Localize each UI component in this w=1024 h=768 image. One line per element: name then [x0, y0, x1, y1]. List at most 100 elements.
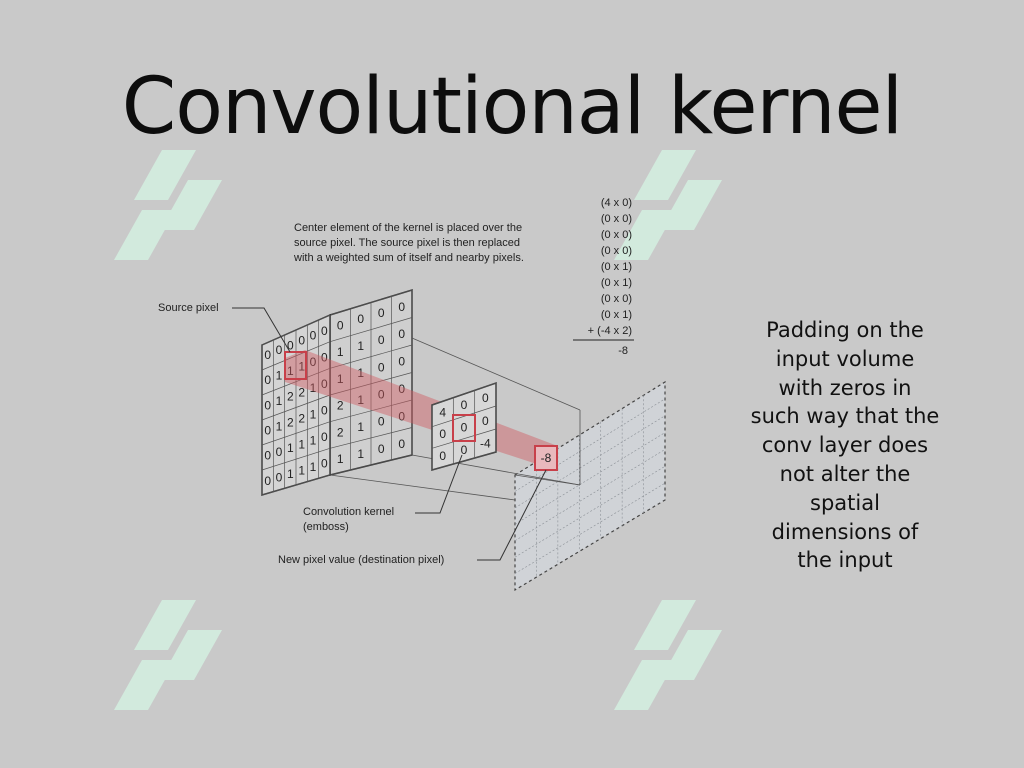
source-matrix-cell: 2	[287, 390, 294, 404]
source-matrix-cell: 0	[264, 373, 271, 387]
kernel-label-line-2: (emboss)	[303, 521, 349, 533]
source-matrix-cell: 0	[310, 329, 317, 343]
back-matrix-cell: 1	[337, 372, 344, 386]
kernel-matrix-cell: 0	[439, 449, 446, 463]
source-matrix-cell: 1	[298, 437, 305, 451]
label-kernel: Convolution kernel (emboss)	[303, 454, 463, 533]
caption-line-3: with a weighted sum of itself and nearby…	[293, 252, 524, 264]
calc-line: (4 x 0)	[601, 197, 632, 209]
back-matrix-cell: 1	[357, 420, 364, 434]
source-matrix-cell: 0	[264, 398, 271, 412]
source-matrix-cell: 1	[287, 467, 294, 481]
back-matrix-cell: 0	[378, 388, 385, 402]
source-matrix-cell: 1	[276, 369, 283, 383]
kernel-matrix-cell: 0	[461, 443, 468, 457]
source-matrix-cell: 0	[264, 348, 271, 362]
description-line: with zeros in	[778, 375, 912, 400]
source-matrix-cell: 2	[287, 415, 294, 429]
source-matrix-cell: 1	[287, 364, 294, 378]
source-matrix-cell: 1	[310, 460, 317, 474]
source-matrix-cell: 0	[276, 445, 283, 459]
source-matrix-cell: 2	[298, 385, 305, 399]
source-matrix-cell: 1	[310, 407, 317, 421]
back-matrix-cell: 0	[357, 312, 364, 326]
destination-grid-line	[514, 449, 666, 541]
back-matrix-cell: 1	[357, 339, 364, 353]
calc-line: (0 x 0)	[601, 293, 632, 305]
destination-pixel: -8	[534, 445, 558, 471]
destination-grid-line	[514, 482, 666, 574]
kernel-matrix-cell: 0	[482, 391, 489, 405]
back-matrix-cell: 2	[337, 425, 344, 439]
calc-line: + (-4 x 2)	[588, 325, 632, 337]
back-matrix-cell: 1	[357, 393, 364, 407]
source-matrix-cell: 0	[276, 470, 283, 484]
kernel-matrix-grid-line	[431, 451, 497, 471]
kernel-matrix-grid-line	[431, 428, 497, 449]
destination-grid-line	[514, 466, 666, 558]
kernel-matrix-cell: 0	[461, 421, 468, 435]
kernel-center-highlight	[452, 414, 476, 442]
source-matrix-cell: 0	[264, 449, 271, 463]
source-matrix-cell: 0	[321, 377, 328, 391]
back-matrix-cell: 0	[337, 318, 344, 332]
description-line: conv layer does	[761, 433, 929, 458]
back-matrix-cell: 0	[378, 360, 385, 374]
caption-line-2: source pixel. The source pixel is then r…	[294, 237, 520, 249]
kernel-matrix-grid-line	[431, 405, 497, 427]
back-matrix-cell: 0	[398, 300, 405, 314]
source-matrix-cell: 0	[276, 343, 283, 357]
kernel-matrix-cell: -4	[480, 437, 491, 451]
source-matrix-cell: 1	[298, 463, 305, 477]
caption-line-1: Center element of the kernel is placed o…	[294, 222, 522, 234]
source-matrix-cell: 1	[276, 419, 283, 433]
back-matrix-cell: 0	[398, 437, 405, 451]
destination-grid-line	[514, 415, 666, 509]
calc-line: (0 x 1)	[601, 309, 632, 321]
calc-result: -8	[618, 345, 628, 357]
source-matrix-cell: 1	[310, 381, 317, 395]
source-matrix-cell: 0	[321, 350, 328, 364]
new-pixel-label: New pixel value (destination pixel)	[278, 554, 444, 566]
label-source-pixel: Source pixel	[158, 302, 291, 353]
calc-line: (0 x 0)	[601, 213, 632, 225]
label-new-pixel: New pixel value (destination pixel)	[278, 469, 547, 566]
source-matrix-cell: 0	[321, 403, 328, 417]
description-text: Padding on the input volume with zeros i…	[740, 316, 950, 575]
destination-grid	[514, 380, 666, 592]
destination-pixel-value: -8	[541, 451, 552, 465]
back-matrix-cell: 0	[398, 382, 405, 396]
back-matrix-cell: 1	[337, 452, 344, 466]
calc-line: (0 x 1)	[601, 261, 632, 273]
source-matrix-cell: 0	[310, 355, 317, 369]
back-matrix-cell: 2	[337, 399, 344, 413]
source-matrix-cell: 0	[264, 474, 271, 488]
calc-line: (0 x 0)	[601, 245, 632, 257]
description-line: not alter the	[779, 461, 911, 486]
description-line: spatial	[810, 490, 880, 515]
kernel-matrix-cell: 0	[482, 414, 489, 428]
source-matrix-cell: 0	[264, 423, 271, 437]
source-matrix-cell: 0	[321, 430, 328, 444]
kernel-matrix-cell: 0	[439, 427, 446, 441]
description-line: dimensions of	[771, 519, 919, 544]
description-line: Padding on the	[766, 318, 924, 342]
description-line: such way that the	[750, 404, 940, 429]
source-matrix-cell: 0	[287, 338, 294, 352]
source-matrix-cell: 1	[287, 441, 294, 455]
back-matrix-cell: 0	[398, 355, 405, 369]
source-matrix-cell: 2	[298, 411, 305, 425]
source-matrix-cell: 1	[298, 359, 305, 373]
source-matrix-cell: 1	[276, 394, 283, 408]
back-matrix-cell: 0	[378, 333, 385, 347]
destination-grid-line	[514, 432, 666, 525]
source-matrix-cell: 1	[310, 434, 317, 448]
back-matrix-cell: 1	[357, 366, 364, 380]
kernel-matrix-grid-line	[431, 382, 497, 406]
source-matrix-cell: 0	[321, 324, 328, 338]
back-matrix-cell: 0	[378, 415, 385, 429]
calc-line: (0 x 1)	[601, 277, 632, 289]
